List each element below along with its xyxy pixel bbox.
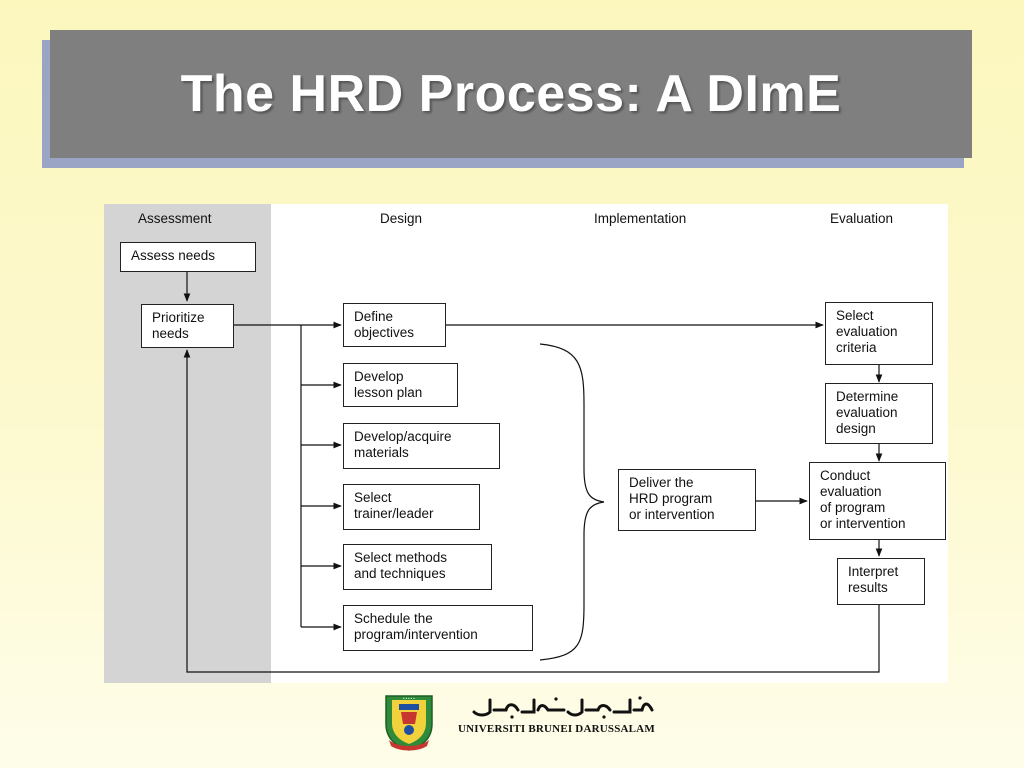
develop-lesson-plan-box: Develop lesson plan bbox=[343, 363, 458, 407]
determine-evaluation-design-box: Determine evaluation design bbox=[825, 383, 933, 444]
column-header-evaluation: Evaluation bbox=[830, 211, 894, 226]
develop-materials-box: Develop/acquire materials bbox=[343, 423, 500, 469]
university-crest-icon: ▪ ▪ ▪ ▪ ▪ bbox=[385, 695, 433, 751]
assess-needs-box: Assess needs bbox=[120, 242, 256, 272]
deliver-program-box: Deliver the HRD program or intervention bbox=[618, 469, 756, 531]
column-header-design: Design bbox=[380, 211, 423, 226]
select-trainer-box: Select trainer/leader bbox=[343, 484, 480, 530]
title-bar: The HRD Process: A DImE bbox=[50, 30, 972, 158]
interpret-results-box: Interpret results bbox=[837, 558, 925, 605]
column-header-assessment: Assessment bbox=[138, 211, 212, 226]
select-methods-box: Select methods and techniques bbox=[343, 544, 492, 590]
prioritize-needs-box: Prioritize needs bbox=[141, 304, 234, 348]
select-evaluation-criteria-box: Select evaluation criteria bbox=[825, 302, 933, 365]
column-header-implementation: Implementation bbox=[594, 211, 687, 226]
university-name: UNIVERSITI BRUNEI DARUSSALAM bbox=[458, 723, 655, 735]
conduct-evaluation-box: Conduct evaluation of program or interve… bbox=[809, 462, 946, 540]
feedback-loop-arrow bbox=[183, 349, 880, 673]
design-brace bbox=[539, 343, 605, 661]
hrd-process-diagram: Assessment Design Implementation Evaluat… bbox=[104, 204, 948, 683]
define-objectives-box: Define objectives bbox=[343, 303, 446, 347]
schedule-program-box: Schedule the program/intervention bbox=[343, 605, 533, 651]
connector-lines bbox=[183, 272, 883, 673]
arabic-name-mark-icon bbox=[472, 696, 654, 719]
slide-title: The HRD Process: A DImE bbox=[180, 65, 842, 123]
university-logo: ▪ ▪ ▪ ▪ ▪ UNIVERSITI BRUNEI DARUSSALAM bbox=[380, 690, 680, 752]
svg-text:▪ ▪ ▪ ▪ ▪: ▪ ▪ ▪ ▪ ▪ bbox=[403, 696, 415, 701]
